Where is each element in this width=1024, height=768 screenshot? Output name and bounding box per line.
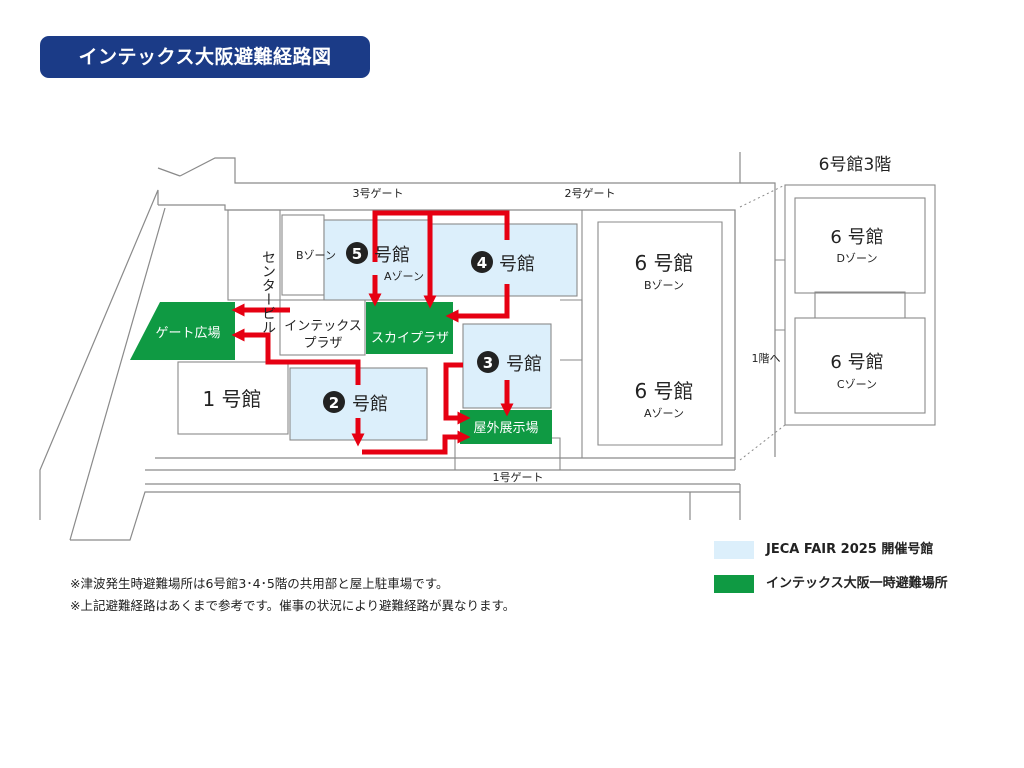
- hall6c-label: 6 号館: [830, 352, 883, 373]
- gate1-label: 1号ゲート: [493, 471, 544, 484]
- hall3-label: 号館: [506, 354, 542, 375]
- legend-venue-label: JECA FAIR 2025 開催号館: [766, 542, 934, 557]
- hall6c-zone: Cゾーン: [837, 378, 877, 391]
- hall4-number-badge: [471, 251, 493, 273]
- legend-evac: インテックス大阪一時避難場所: [714, 572, 948, 593]
- route-hall4-down: [445, 284, 510, 323]
- hall5-zone-b: Bゾーン: [296, 249, 336, 262]
- hall5-number: 5: [352, 245, 362, 263]
- hall4-label: 号館: [499, 254, 535, 275]
- legend-evac-label: インテックス大阪一時避難場所: [766, 576, 948, 591]
- hall2-number-badge: [323, 391, 345, 413]
- evac-areas: [130, 302, 552, 444]
- hall5-zone-a: Aゾーン: [384, 270, 424, 283]
- inset-outline: [775, 184, 936, 426]
- intex-plaza-line2: プラザ: [303, 336, 342, 351]
- gate-plaza-label: ゲート広場: [155, 326, 220, 341]
- hall3-number: 3: [483, 354, 493, 372]
- note-reference: ※上記避難経路はあくまで参考です。催事の状況により避難経路が異なります。: [70, 598, 516, 613]
- legend-venue-swatch: [714, 540, 754, 559]
- hall2-number: 2: [329, 394, 339, 412]
- hall6a-label: 6 号館: [634, 379, 693, 403]
- gate3-label: 3号ゲート: [353, 187, 404, 200]
- hall5-number-badge: [346, 242, 368, 264]
- hall4-number: 4: [477, 254, 487, 272]
- intex-plaza-line1: インテックス: [284, 319, 362, 334]
- legend-evac-swatch: [714, 574, 754, 593]
- hall5-label: 号館: [374, 245, 410, 266]
- map-title: インテックス大阪避難経路図: [40, 36, 370, 78]
- hall6b-zone: Bゾーン: [644, 279, 684, 292]
- hall6d-label: 6 号館: [830, 227, 883, 248]
- legend-venue: JECA FAIR 2025 開催号館: [714, 538, 933, 559]
- note-tsunami: ※津波発生時避難場所は6号館3･4･5階の共用部と屋上駐車場です。: [70, 576, 449, 591]
- hall6d-zone: Dゾーン: [837, 252, 878, 265]
- gate-plaza-area: [130, 302, 235, 360]
- notes: ※津波発生時避難場所は6号館3･4･5階の共用部と屋上駐車場です。 ※上記避難経…: [70, 573, 515, 617]
- evac-routes: [231, 210, 514, 455]
- route-south-to-outdoor: [362, 430, 471, 455]
- hall1-label: 1 号館: [202, 387, 261, 411]
- outdoor-exhibit-label: 屋外展示場: [473, 421, 538, 436]
- hall2-label: 号館: [352, 394, 388, 415]
- hall3-number-badge: [477, 351, 499, 373]
- hall6b-label: 6 号館: [634, 251, 693, 275]
- route-hall3-left: [443, 362, 471, 425]
- to-1f-label: 1階へ: [752, 351, 781, 365]
- center-building-label: センタービル: [260, 250, 276, 334]
- hall6a-zone: Aゾーン: [644, 407, 684, 420]
- route-hall5-top: [372, 210, 510, 262]
- route-hall2-left: [231, 328, 361, 385]
- sky-plaza-label: スカイプラザ: [371, 331, 449, 346]
- sky-plaza-area: [366, 302, 453, 354]
- building-outlines: [177, 209, 736, 471]
- gate2-label: 2号ゲート: [565, 187, 616, 200]
- inset-title: 6号館3階: [819, 155, 892, 175]
